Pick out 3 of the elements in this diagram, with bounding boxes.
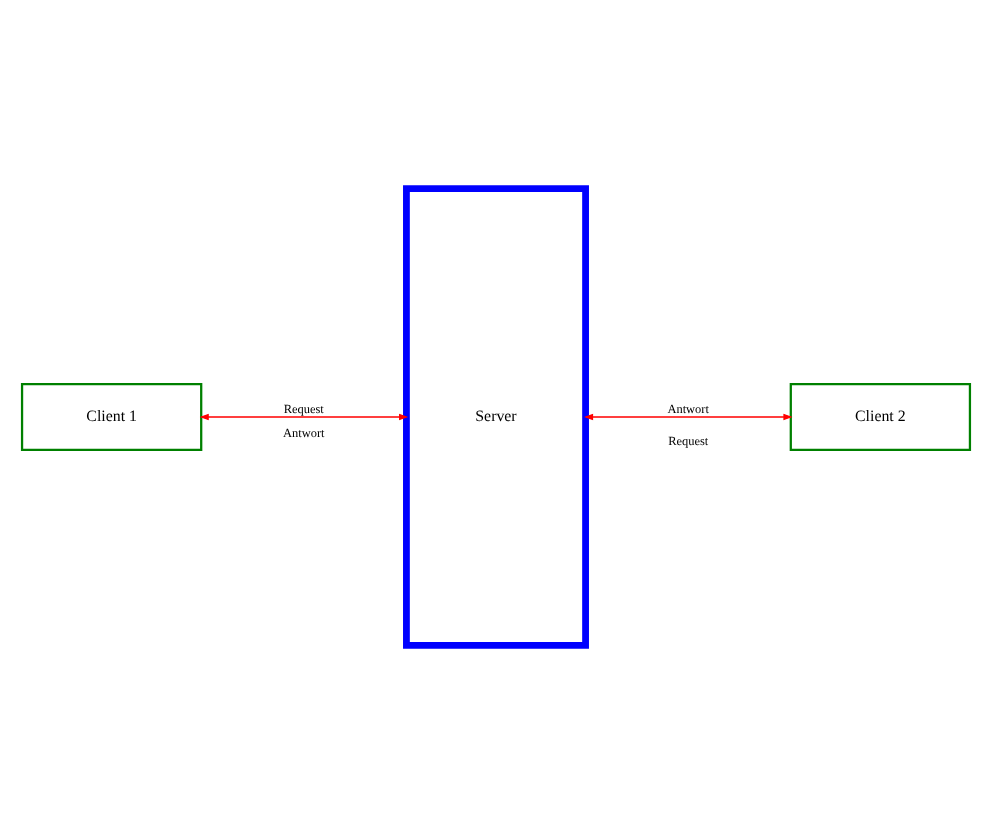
node-box: Client 2 bbox=[789, 383, 972, 451]
node-box: Server bbox=[403, 185, 589, 649]
node-box: Client 1 bbox=[20, 383, 203, 451]
